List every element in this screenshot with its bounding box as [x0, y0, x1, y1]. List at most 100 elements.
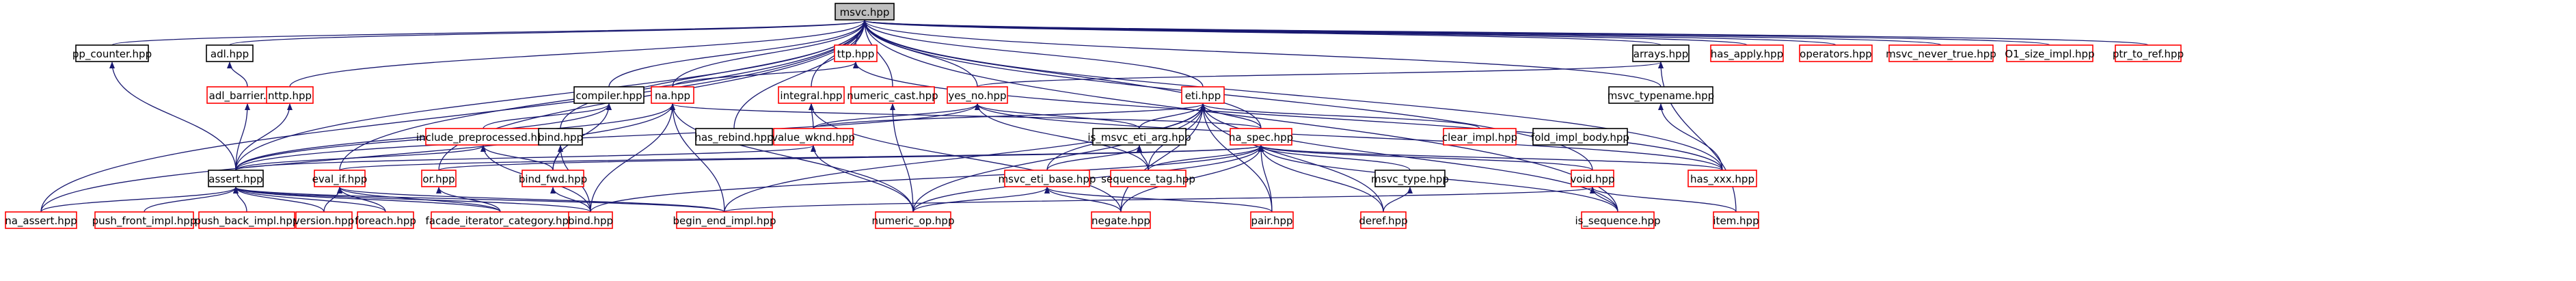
node-label: arrays.hpp: [1633, 48, 1688, 60]
node-facade-iterator-category[interactable]: facade_iterator_category.hpp: [426, 211, 575, 229]
node-sequence-tag[interactable]: sequence_tag.hpp: [1101, 170, 1195, 187]
edge-numeric_op-to-value_wknd: [811, 145, 914, 213]
edge-has_apply-to-msvc: [862, 20, 1748, 46]
node-box: [695, 128, 773, 146]
node-pp-counter[interactable]: pp_counter.hpp: [72, 44, 152, 62]
node-nttp[interactable]: nttp.hpp: [266, 86, 314, 104]
node-label: O1_size_impl.hpp: [2005, 48, 2094, 61]
edge-adl-to-msvc: [229, 20, 867, 46]
node-box: [947, 86, 1008, 104]
node-negate[interactable]: negate.hpp: [1091, 211, 1151, 229]
edge-foreach-to-assert: [233, 187, 386, 213]
node-numeric-cast[interactable]: numeric_cast.hpp: [847, 86, 938, 104]
node-box: [94, 211, 194, 229]
node-box: [1360, 211, 1407, 229]
node-fold-impl-body[interactable]: fold_impl_body.hpp: [1531, 128, 1629, 146]
node-msvc: msvc.hpp: [835, 3, 895, 21]
node-box: [1632, 44, 1690, 62]
edge-sequence_tag-to-is_msvc_eti_arg: [1137, 145, 1149, 171]
node-msvc-typename[interactable]: msvc_typename.hpp: [1608, 86, 1714, 104]
node-label: deref.hpp: [1359, 215, 1407, 227]
node-label: has_rebind.hpp: [694, 131, 773, 144]
node-or[interactable]: or.hpp: [421, 170, 457, 187]
node-label: adl.hpp: [211, 48, 249, 60]
node-ttp[interactable]: ttp.hpp: [834, 44, 878, 62]
edge-msvc_typename-to-msvc: [862, 20, 1662, 88]
edge-assert-to-adl_barrier: [235, 103, 250, 171]
edge-include_preprocessed-to-compiler: [483, 103, 612, 129]
node-bind-leaf[interactable]: bind.hpp: [568, 211, 613, 229]
edge-assert-to-value_wknd: [235, 145, 816, 171]
node-operators[interactable]: operators.hpp: [1799, 44, 1873, 62]
node-eti[interactable]: eti.hpp: [1181, 86, 1225, 104]
node-item[interactable]: item.hpp: [1713, 211, 1759, 229]
node-include-preprocessed[interactable]: include_preprocessed.hpp: [416, 128, 550, 146]
edge-deref-to-na_spec: [1258, 145, 1384, 213]
edge-compiler-to-msvc: [608, 20, 867, 88]
node-foreach[interactable]: foreach.hpp: [355, 211, 416, 229]
node-clear-impl[interactable]: clear_impl.hpp: [1442, 128, 1517, 146]
node-box: [1374, 170, 1446, 187]
node-is-msvc-eti-arg[interactable]: is_msvc_eti_arg.hpp: [1087, 128, 1191, 146]
node-box: [1571, 170, 1614, 187]
node-O1-size-impl[interactable]: O1_size_impl.hpp: [2005, 44, 2095, 62]
edge-value_wknd-to-yes_no: [813, 103, 980, 129]
node-label: fold_impl_body.hpp: [1531, 131, 1629, 144]
node-label: pair.hpp: [1251, 215, 1293, 227]
node-void[interactable]: void.hpp: [1570, 170, 1615, 187]
node-is-sequence[interactable]: is_sequence.hpp: [1575, 211, 1661, 229]
node-msvc-type[interactable]: msvc_type.hpp: [1371, 170, 1449, 187]
edge-bind_leaf-to-bind_fwd: [550, 187, 591, 213]
node-box: [357, 211, 414, 229]
node-compiler[interactable]: compiler.hpp: [573, 86, 645, 104]
node-box: [1581, 211, 1655, 229]
edge-sequence_tag-to-na_spec: [1148, 145, 1264, 171]
node-box: [850, 86, 935, 104]
edge-bind_leaf-to-assert: [233, 187, 591, 213]
edge-is_msvc_eti_arg-to-yes_no: [975, 103, 1140, 129]
node-label: na_assert.hpp: [5, 215, 77, 228]
node-push-front-impl[interactable]: push_front_impl.hpp: [92, 211, 197, 229]
node-ptr-to-ref[interactable]: ptr_to_ref.hpp: [2113, 44, 2184, 62]
node-na-spec[interactable]: na_spec.hpp: [1229, 128, 1293, 146]
edge-version-to-assert: [233, 187, 325, 213]
node-version[interactable]: version.hpp: [294, 211, 354, 229]
node-box: [1092, 128, 1187, 146]
node-adl[interactable]: adl.hpp: [206, 44, 254, 62]
edge-negate-to-eti: [1120, 103, 1206, 213]
node-deref[interactable]: deref.hpp: [1359, 211, 1408, 229]
node-bind[interactable]: bind.hpp: [538, 128, 583, 146]
node-box: [875, 211, 951, 229]
node-yes-no[interactable]: yes_no.hpp: [947, 86, 1008, 104]
node-has-xxx[interactable]: has_xxx.hpp: [1687, 170, 1757, 187]
node-has-rebind[interactable]: has_rebind.hpp: [694, 128, 774, 146]
node-label: na_spec.hpp: [1229, 131, 1293, 144]
node-box: [651, 86, 694, 104]
edge-assert-to-nttp: [235, 103, 293, 171]
node-arrays[interactable]: arrays.hpp: [1632, 44, 1690, 62]
edge-version-to-eval_if: [323, 187, 342, 213]
node-has-apply[interactable]: has_apply.hpp: [1710, 44, 1784, 62]
node-assert[interactable]: assert.hpp: [208, 170, 264, 187]
node-begin-end-impl[interactable]: begin_end_impl.hpp: [673, 211, 776, 229]
edge-na-to-ttp: [672, 62, 858, 88]
node-integral[interactable]: integral.hpp: [778, 86, 845, 104]
node-msvc-eti-base[interactable]: msvc_eti_base.hpp: [999, 170, 1096, 187]
node-na-assert[interactable]: na_assert.hpp: [5, 211, 77, 229]
node-label: msvc_type.hpp: [1371, 173, 1449, 186]
edge-nttp-to-msvc: [289, 20, 867, 88]
node-value-wknd[interactable]: value_wknd.hpp: [772, 128, 855, 146]
edge-has_xxx-to-msvc_typename: [1658, 103, 1723, 171]
edge-numeric_op-to-msvc_eti_base: [912, 187, 1050, 213]
node-msvc-never-true[interactable]: msvc_never_true.hpp: [1886, 44, 1996, 62]
node-numeric-op[interactable]: numeric_op.hpp: [872, 211, 955, 229]
node-box: [773, 128, 854, 146]
node-na[interactable]: na.hpp: [651, 86, 694, 104]
node-bind-fwd[interactable]: bind_fwd.hpp: [519, 170, 587, 187]
node-label: numeric_cast.hpp: [847, 90, 938, 103]
edge-clear_impl-to-eti: [1200, 103, 1480, 129]
node-pair[interactable]: pair.hpp: [1250, 211, 1294, 229]
node-push-back-impl[interactable]: push_back_impl.hpp: [195, 211, 299, 229]
node-eval-if[interactable]: eval_if.hpp: [312, 170, 368, 187]
node-box: [1004, 170, 1090, 187]
